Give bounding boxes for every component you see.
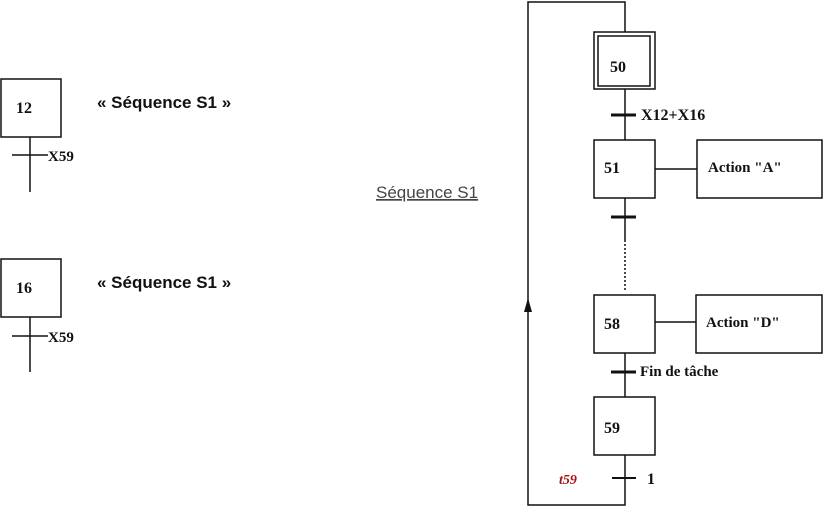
step-16-box[interactable] <box>0 258 62 318</box>
action-a-box[interactable] <box>696 139 823 199</box>
transition-16-label: X59 <box>48 330 74 346</box>
step-12-number: 12 <box>16 100 32 117</box>
transition-50-51-label: X12+X16 <box>641 107 705 124</box>
arrow-up-icon <box>524 298 532 312</box>
step-50-number: 50 <box>610 59 626 76</box>
transition-59-label: 1 <box>647 471 655 488</box>
step-16-group: 16 X59 « Séquence S1 » <box>0 258 231 372</box>
transition-58-59-label: Fin de tâche <box>640 364 719 380</box>
t59-timer-label: t59 <box>559 473 577 488</box>
transition-12-label: X59 <box>48 149 74 165</box>
loop-line <box>527 1 626 506</box>
action-d-box[interactable] <box>695 294 823 354</box>
action-a-label: Action "A" <box>708 160 782 176</box>
step-16-number: 16 <box>16 280 32 297</box>
step-51-number: 51 <box>604 160 620 177</box>
step-12-box[interactable] <box>0 78 62 138</box>
initial-step-50-inner <box>597 35 651 87</box>
step-59-number: 59 <box>604 420 620 437</box>
step-12-group: 12 X59 « Séquence S1 » <box>0 78 231 192</box>
step-59-box[interactable] <box>593 396 656 456</box>
step-12-sequence-label: « Séquence S1 » <box>97 93 231 112</box>
action-d-label: Action "D" <box>706 315 780 331</box>
step-16-sequence-label: « Séquence S1 » <box>97 273 231 292</box>
sequence-s1-title[interactable]: Séquence S1 <box>376 183 478 202</box>
step-58-number: 58 <box>604 316 620 333</box>
